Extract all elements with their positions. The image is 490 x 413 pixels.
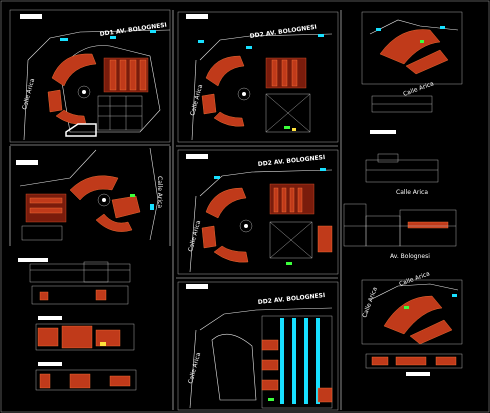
floor-plan-4: DD2 AV. BOLOGNESI Calle Arica (177, 149, 339, 275)
label-av-bolognesi-1: DD1 AV. BOLOGNESI (99, 22, 167, 38)
label-av-bolognesi-2: DD2 AV. BOLOGNESI (249, 24, 317, 40)
label-calle-arica-3: Calle Arica (156, 176, 163, 208)
elevations-left (18, 258, 137, 391)
site-plan-top-right (361, 11, 463, 85)
label-calle-arica-5: Calle Arica (187, 351, 202, 384)
section-bottom-right (365, 353, 463, 376)
label-av-bolognesi-elevation: Av. Bolognesi (390, 253, 430, 260)
floor-plan-2: DD2 AV. BOLOGNESI Calle Arica (177, 11, 339, 143)
elevation-av-bolognesi: Av. Bolognesi (343, 203, 457, 260)
label-calle-arica-6: Calle Arica (402, 80, 435, 98)
site-plan-bottom-right: Calle Arica Calle Arica (361, 270, 463, 345)
floor-plan-3: Calle Arica (16, 147, 163, 241)
label-calle-arica-elevation: Calle Arica (396, 189, 428, 196)
label-calle-arica-1: Calle Arica (21, 77, 36, 110)
elevation-calle-arica: Calle Arica (365, 153, 439, 196)
floor-plan-5: DD2 AV. BOLOGNESI Calle Arica (177, 281, 339, 411)
label-av-bolognesi-3: DD2 AV. BOLOGNESI (257, 154, 325, 168)
label-calle-arica-4: Calle Arica (187, 219, 202, 252)
label-av-bolognesi-4: DD2 AV. BOLOGNESI (257, 292, 325, 306)
label-calle-arica-2: Calle Arica (189, 83, 204, 116)
floor-plan-1: DD1 AV. BOLOGNESI Calle Arica (9, 9, 171, 143)
label-calle-arica-site: Calle Arica (361, 286, 379, 319)
elevation-calle-arica-small: Calle Arica (370, 80, 435, 134)
